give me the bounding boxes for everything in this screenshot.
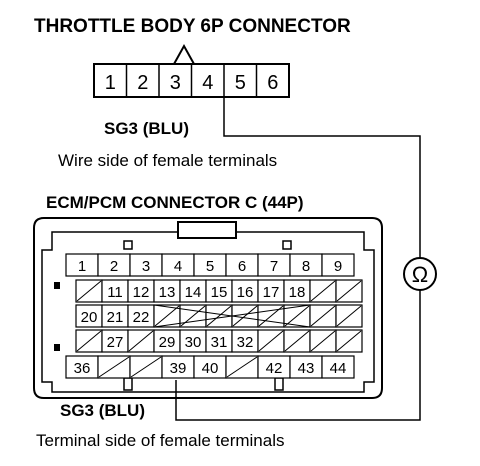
ecm-terminal-label: 30 bbox=[185, 334, 202, 351]
ecm-side-label: Terminal side of female terminals bbox=[36, 431, 284, 450]
throttle-terminal: 5 bbox=[235, 72, 246, 94]
ecm-connector-title: ECM/PCM CONNECTOR C (44P) bbox=[46, 193, 304, 212]
throttle-terminal: 2 bbox=[137, 72, 148, 94]
ecm-terminal-label: 40 bbox=[202, 360, 219, 377]
ecm-terminal-label: 11 bbox=[107, 284, 123, 301]
ecm-terminal-label: 2 bbox=[110, 258, 118, 275]
ecm-terminal-label: 12 bbox=[133, 284, 150, 301]
ecm-terminal-label: 20 bbox=[81, 309, 98, 326]
ecm-terminal-label: 17 bbox=[263, 284, 280, 301]
ohmmeter-leads bbox=[175, 97, 421, 421]
ecm-terminal-label: 44 bbox=[330, 360, 347, 377]
ecm-terminal-label: 31 bbox=[211, 334, 228, 351]
ecm-terminal-label: 39 bbox=[170, 360, 187, 377]
ecm-terminal-label: 16 bbox=[237, 284, 254, 301]
ecm-terminal bbox=[321, 355, 355, 379]
throttle-wire-label: SG3 (BLU) bbox=[104, 119, 189, 138]
ecm-terminal-label: 5 bbox=[206, 258, 214, 275]
ecm-terminal-label: 42 bbox=[266, 360, 283, 377]
ecm-terminal-label: 15 bbox=[211, 284, 228, 301]
ecm-terminal-label: 22 bbox=[133, 309, 150, 326]
ecm-terminal-label: 36 bbox=[74, 360, 91, 377]
ecm-wire-label: SG3 (BLU) bbox=[60, 401, 145, 420]
ohmmeter-symbol: Ω bbox=[412, 262, 428, 287]
throttle-terminal: 1 bbox=[105, 72, 116, 94]
ecm-terminal-label: 1 bbox=[78, 258, 86, 275]
throttle-connector-title: THROTTLE BODY 6P CONNECTOR bbox=[34, 16, 351, 37]
ecm-terminal-label: 4 bbox=[174, 258, 182, 275]
ecm-terminal-label: 7 bbox=[270, 258, 278, 275]
ecm-terminal-label: 32 bbox=[237, 334, 254, 351]
throttle-terminal: 4 bbox=[202, 72, 213, 94]
ecm-terminal-label: 29 bbox=[159, 334, 176, 351]
ecm-terminal-label: 21 bbox=[107, 309, 124, 326]
throttle-terminal: 6 bbox=[267, 72, 278, 94]
ecm-terminal-label: 8 bbox=[302, 258, 310, 275]
ecm-connector-housing bbox=[33, 217, 383, 399]
ecm-terminal-label: 13 bbox=[159, 284, 176, 301]
ecm-terminal-label: 9 bbox=[334, 258, 342, 275]
throttle-side-label: Wire side of female terminals bbox=[58, 151, 277, 170]
ecm-terminal-label: 6 bbox=[238, 258, 246, 275]
ecm-terminal-label: 3 bbox=[142, 258, 150, 275]
ecm-terminal-label: 18 bbox=[289, 284, 306, 301]
throttle-terminal: 3 bbox=[170, 72, 181, 94]
ecm-terminal-label: 43 bbox=[298, 360, 315, 377]
ecm-terminal bbox=[321, 253, 355, 277]
ohmmeter-icon bbox=[403, 257, 437, 291]
ecm-terminal-label: 14 bbox=[185, 284, 202, 301]
ecm-terminal-label: 27 bbox=[107, 334, 124, 351]
throttle-connector-tab bbox=[173, 43, 195, 65]
